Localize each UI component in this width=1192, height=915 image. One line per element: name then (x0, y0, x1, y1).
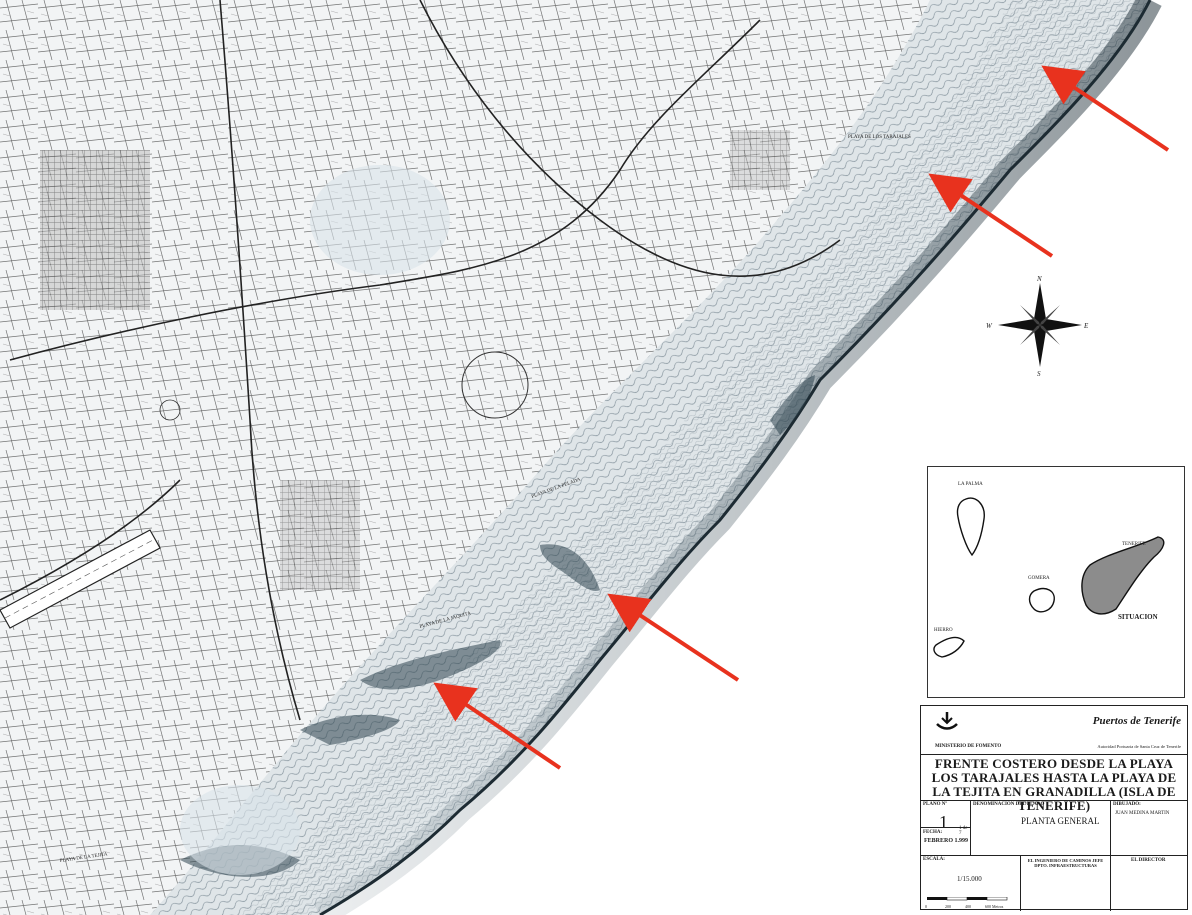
compass-w: W (986, 322, 993, 330)
coastline (319, 0, 1152, 915)
scale-tick-400: 400 (965, 904, 971, 909)
title-block: MINISTERIO DE FOMENTO Puertos de Tenerif… (920, 705, 1188, 911)
dibujado-value: JUAN MEDINA MARTIN (1115, 811, 1170, 816)
fecha-cell: FECHA: FEBRERO 1.999 (921, 827, 971, 856)
port-authority-sub: Autoridad Portuaria de Santa Cruz de Ten… (1097, 744, 1181, 749)
island-tenerife (1081, 536, 1165, 615)
inset-islands: LA PALMA TENERIFE GOMERA HIERRO SITUACIO… (933, 482, 1165, 658)
plano-sub: 1 de 7 (959, 826, 968, 836)
scale-tick-200: 200 (945, 904, 951, 909)
circular-feature (461, 351, 529, 419)
scale-row: ESCALA: 1/15.000 0 200 400 600 Metros EL… (921, 855, 1187, 911)
red-arrows (433, 65, 1170, 770)
ingeniero-label: EL INGENIERO DE CAMINOS JEFE DPTO. INFRA… (1027, 858, 1104, 868)
ministry-logo-icon (936, 712, 958, 730)
fecha-value: FEBRERO 1.999 (924, 838, 969, 844)
plano-number: 1 (939, 812, 948, 832)
compass-e: E (1083, 322, 1089, 330)
label-tejita: PLAYA DE LA TEJITA (60, 852, 109, 864)
denominacion-label: DENOMINACION DEL PLANO (973, 802, 1045, 807)
fecha-label: FECHA: (923, 830, 943, 835)
urban-area-west (40, 150, 150, 310)
arrow-1 (1041, 65, 1170, 152)
label-tarajales: PLAYA DE LOS TARAJALES (848, 135, 911, 140)
escala-label: ESCALA: (923, 857, 945, 862)
pale-zone (310, 165, 450, 275)
circular-feature-small (159, 399, 181, 421)
urban-area-north (730, 130, 790, 190)
inset-label-gomera: GOMERA (1028, 576, 1050, 581)
island-la-palma (956, 497, 985, 557)
ministry-label: MINISTERIO DE FOMENTO (935, 744, 1002, 749)
inset-label-la-palma: LA PALMA (958, 482, 983, 487)
title-row: FRENTE COSTERO DESDE LA PLAYA LOS TARAJA… (921, 754, 1187, 813)
inset-label-situacion: SITUACION (1118, 613, 1158, 621)
island-gomera (1028, 587, 1055, 613)
dibujado-label: DIBUJADO: (1113, 802, 1141, 807)
inset-label-tenerife: TENERIFE (1122, 542, 1146, 547)
scale-tick-600: 600 Metros (985, 904, 1004, 909)
scale-bar (927, 897, 1008, 901)
ingeniero-cell: EL INGENIERO DE CAMINOS JEFE DPTO. INFRA… (1021, 855, 1111, 911)
escala-value: 1/15.000 (957, 875, 982, 883)
pale-zone-south (180, 785, 300, 875)
denominacion-value: PLANTA GENERAL (1021, 816, 1100, 826)
compass-n: N (1036, 275, 1042, 283)
scale-tick-0: 0 (925, 904, 927, 909)
island-hierro (933, 636, 965, 658)
plan-title: FRENTE COSTERO DESDE LA PLAYA LOS TARAJA… (931, 756, 1177, 813)
arrow-2 (928, 173, 1054, 258)
director-cell: EL DIRECTOR (1111, 855, 1189, 911)
main-roads (0, 0, 841, 721)
arrow-3 (607, 593, 740, 682)
port-authority-name: Puertos de Tenerife (1092, 715, 1181, 727)
inset-label-hierro: HIERRO (934, 628, 953, 633)
denominacion-cell: DENOMINACION DEL PLANO PLANTA GENERAL (971, 800, 1111, 855)
situation-inset: LA PALMA TENERIFE GOMERA HIERRO SITUACIO… (927, 466, 1185, 698)
urban-area-center (280, 480, 360, 590)
airport-runway (0, 529, 161, 629)
plano-label: PLANO Nº (923, 802, 948, 807)
escala-cell: ESCALA: 1/15.000 0 200 400 600 Metros (921, 855, 1021, 911)
compass-s: S (1037, 370, 1041, 378)
title-block-header: MINISTERIO DE FOMENTO Puertos de Tenerif… (921, 706, 1187, 755)
dibujado-cell: DIBUJADO: JUAN MEDINA MARTIN (1111, 800, 1189, 855)
arrow-4 (433, 682, 562, 770)
director-label: EL DIRECTOR (1131, 858, 1166, 863)
compass-rose: N S E W (986, 275, 1089, 378)
plan-row: PLANO Nº 1 1 de 7 DENOMINACION DEL PLANO… (921, 800, 1187, 856)
